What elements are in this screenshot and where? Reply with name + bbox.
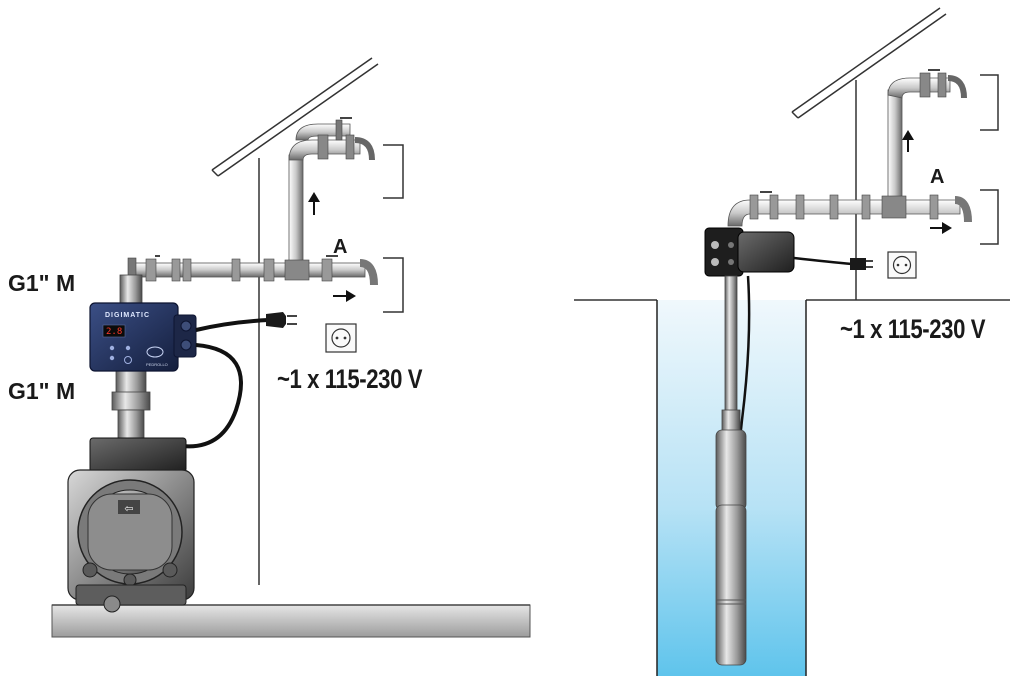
- flow-arrow-icon-right: [902, 130, 914, 152]
- pump-discharge-pipe: [111, 274, 151, 439]
- submersible-pump: [715, 275, 747, 666]
- flow-marker-left: A: [333, 236, 348, 258]
- supply-pipe: [127, 255, 378, 286]
- inlet-thread-label: G1" M: [8, 378, 76, 404]
- wall-socket-icon: [325, 323, 357, 353]
- outlet-bracket-right-upper: [980, 74, 999, 131]
- pressure-controller: DIGIMATIC 2.8 PEDROLLO: [89, 302, 197, 372]
- controller-cables: [181, 318, 269, 449]
- outlet-thread-label: G1" M: [8, 270, 76, 296]
- roof-line-right: [791, 7, 947, 119]
- controller-maker-label: PEDROLLO: [146, 362, 168, 367]
- voltage-label-left: ~1 x 115-230 V: [277, 364, 423, 394]
- wall-socket-icon-right: [887, 251, 917, 279]
- roof-line: [211, 57, 379, 177]
- left-scene: DIGIMATIC 2.8 PEDROLLO: [51, 57, 531, 638]
- outlet-bracket-right-lower: [980, 189, 999, 245]
- floor-slab: [51, 604, 531, 638]
- controller-brand-label: DIGIMATIC: [105, 312, 150, 319]
- riser-pipe: [288, 117, 375, 274]
- outlet-bracket-lower: [383, 257, 404, 313]
- voltage-label-right: ~1 x 115-230 V: [840, 314, 986, 344]
- pump-arrow-icon: ⇦: [124, 502, 133, 515]
- controller-display-value: 2.8: [106, 327, 122, 337]
- direction-arrow-icon: [333, 290, 356, 302]
- wellhead-controller: [704, 227, 795, 277]
- power-plug-icon: [266, 312, 297, 328]
- supply-pipe-right: [727, 191, 972, 227]
- direction-arrow-icon-right: [930, 222, 952, 234]
- flow-marker-right: A: [930, 166, 945, 188]
- flow-arrow-icon: [308, 192, 320, 215]
- riser-pipe-right: [887, 69, 967, 206]
- power-plug-icon-right: [850, 258, 873, 270]
- surface-pump: ⇦: [67, 437, 195, 613]
- right-scene: [574, 7, 1010, 676]
- outlet-bracket-upper: [383, 144, 404, 199]
